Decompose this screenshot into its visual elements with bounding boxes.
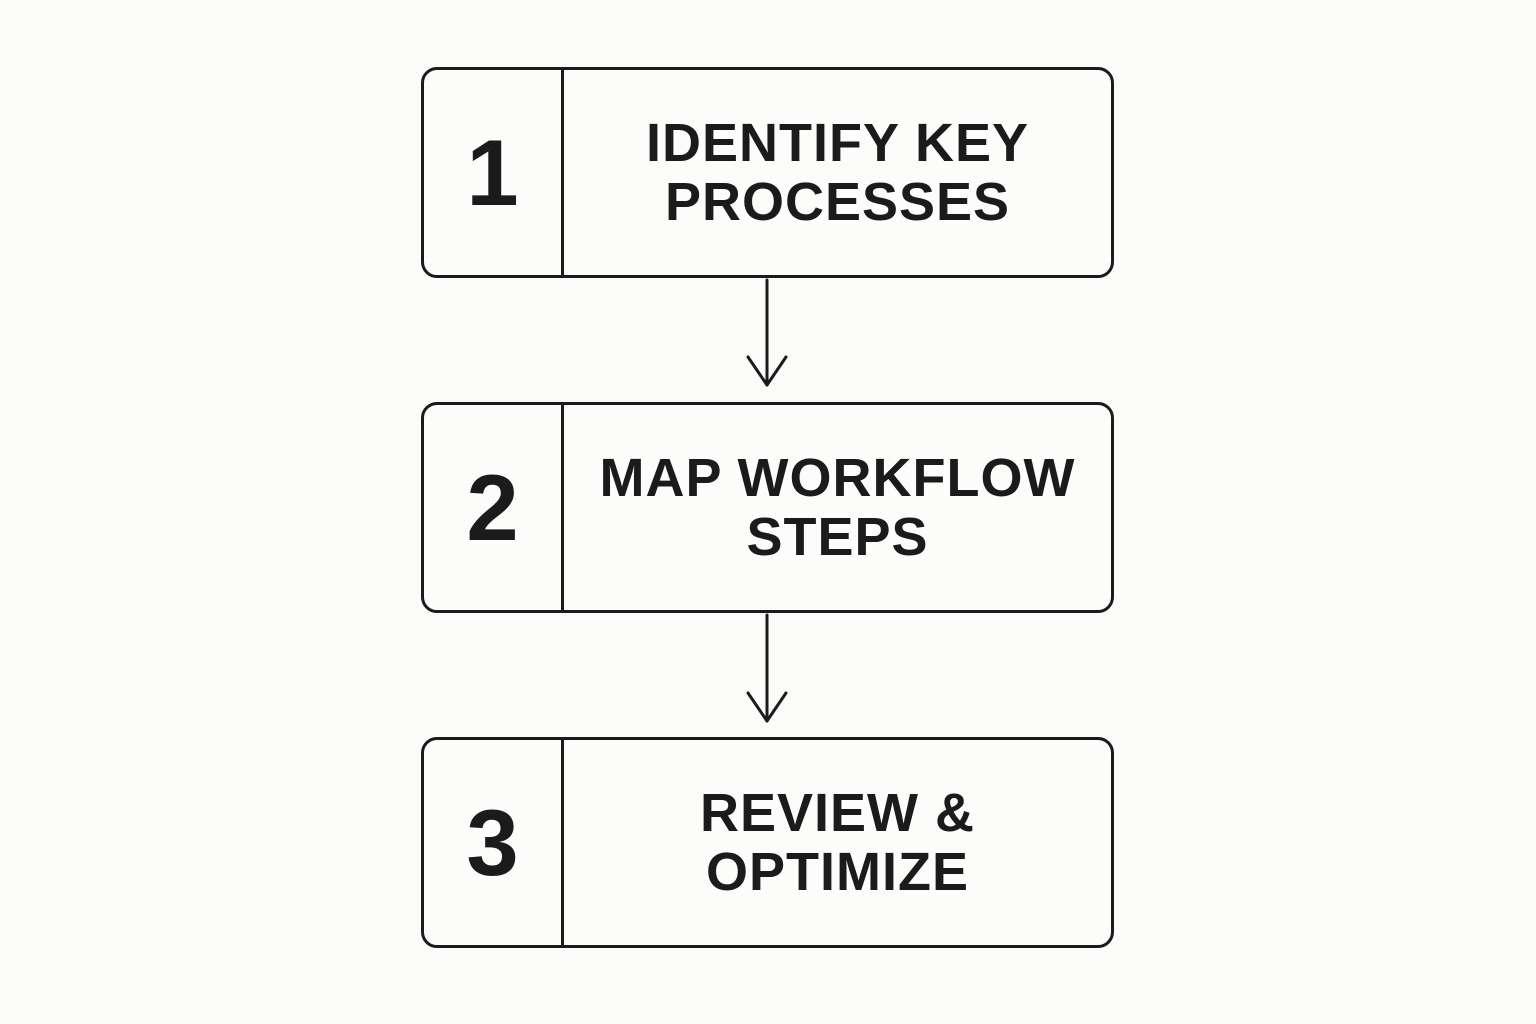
step-label-cell-2: MAP WORKFLOW STEPS	[564, 405, 1111, 610]
arrow-step-1-to-2	[746, 278, 788, 387]
step-label-2-line-2: STEPS	[746, 506, 929, 567]
step-label-2: MAP WORKFLOW STEPS	[599, 447, 1076, 567]
step-number-2: 2	[466, 454, 519, 560]
arrow-1-head	[746, 355, 788, 387]
step-number-cell-3: 3	[424, 740, 564, 945]
step-number-1: 1	[466, 119, 519, 225]
step-box-2: 2 MAP WORKFLOW STEPS	[421, 402, 1114, 613]
step-label-1-line-2: PROCESSES	[664, 171, 1011, 232]
step-label-3: REVIEW & OPTIMIZE	[699, 782, 976, 902]
step-label-1: IDENTIFY KEY PROCESSES	[645, 112, 1030, 232]
step-box-1: 1 IDENTIFY KEY PROCESSES	[421, 67, 1114, 278]
arrow-2-head	[746, 691, 788, 723]
step-number-cell-1: 1	[424, 70, 564, 275]
step-number-cell-2: 2	[424, 405, 564, 610]
step-label-cell-3: REVIEW & OPTIMIZE	[564, 740, 1111, 945]
step-number-3: 3	[466, 789, 519, 895]
step-label-3-line-2: OPTIMIZE	[706, 841, 969, 902]
step-label-cell-1: IDENTIFY KEY PROCESSES	[564, 70, 1111, 275]
step-label-1-line-1: IDENTIFY KEY	[645, 112, 1030, 173]
arrow-step-2-to-3	[746, 613, 788, 723]
step-box-3: 3 REVIEW & OPTIMIZE	[421, 737, 1114, 948]
step-label-3-line-1: REVIEW &	[699, 782, 976, 843]
step-label-2-line-1: MAP WORKFLOW	[599, 447, 1076, 508]
